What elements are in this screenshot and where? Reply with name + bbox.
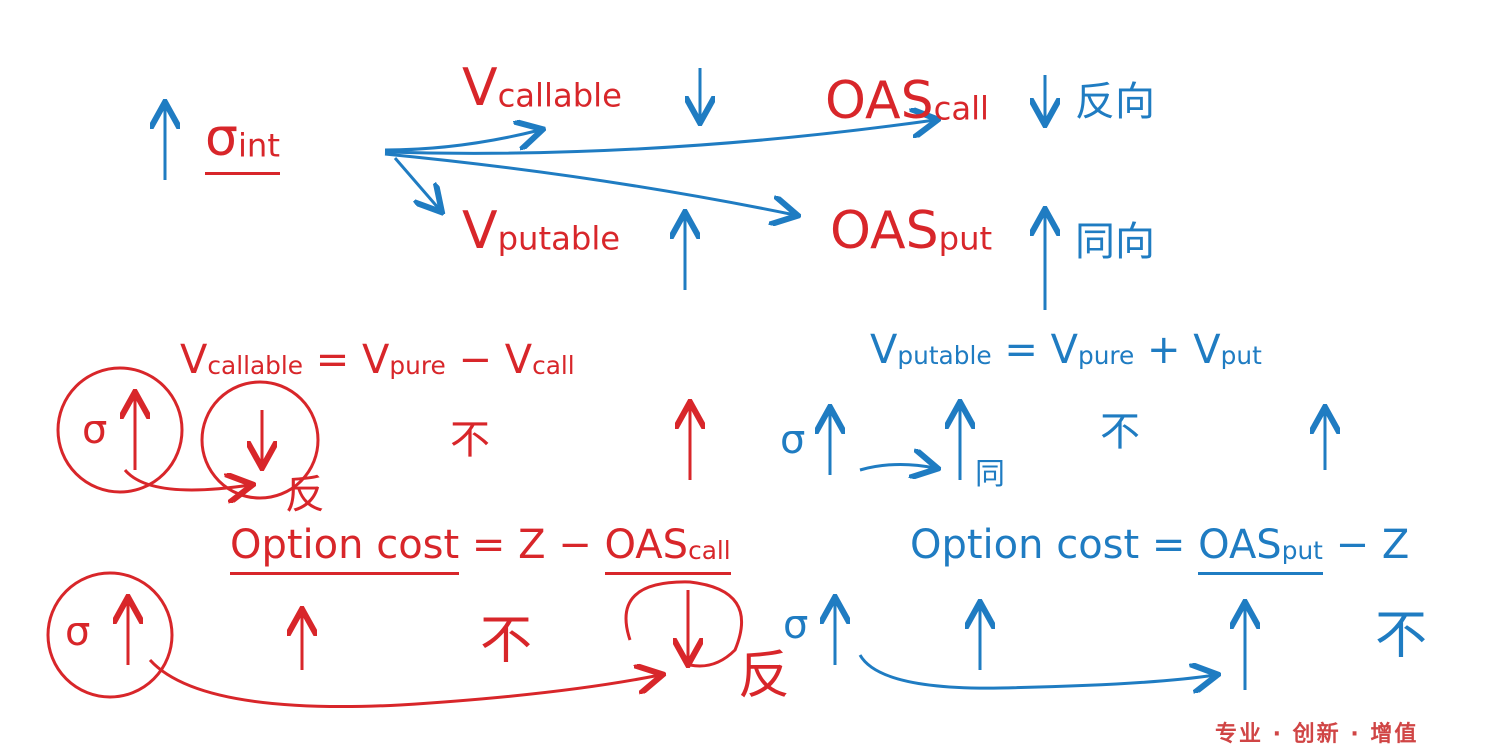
link-arrow <box>858 654 1215 688</box>
putable-option-cost: Option cost = OASput − Z <box>910 522 1409 575</box>
sigma-mark: σ <box>783 602 809 648</box>
link-arrow <box>384 130 540 152</box>
link-arrow <box>859 464 935 470</box>
sigma-int: σint <box>205 108 280 175</box>
same-mark: 同 <box>975 457 1005 492</box>
oas-put: OASput <box>830 201 993 261</box>
link-arrow <box>393 157 440 210</box>
putable-value-formula: Vputable = Vpure + Vput <box>870 327 1262 373</box>
unchanged-mark: 不 <box>1100 409 1140 455</box>
circle-mark <box>56 366 184 494</box>
circle-mark <box>200 380 320 500</box>
watermark: 专业 · 创新 · 增值 <box>1215 722 1419 747</box>
oas-call: OAScall <box>825 71 989 131</box>
opposite-mark: 反 <box>285 472 325 518</box>
link-arrow <box>148 658 660 709</box>
unchanged-mark: 不 <box>1375 606 1428 666</box>
opposite-direction-label: 反向 <box>1075 79 1155 125</box>
same-direction-label: 同向 <box>1075 219 1155 265</box>
circle-mark <box>46 571 174 699</box>
sigma-mark: σ <box>780 417 806 463</box>
link-arrow <box>384 120 935 155</box>
link-arrow <box>123 468 250 490</box>
callable-option-cost: Option cost = Z − OAScall <box>230 522 731 575</box>
sigma-mark: σ <box>82 407 108 453</box>
opposite-mark: 反 <box>738 646 791 706</box>
unchanged-mark: 不 <box>450 417 490 463</box>
unchanged-mark: 不 <box>480 611 533 671</box>
link-arrow <box>384 152 795 215</box>
callable-value-formula: Vcallable = Vpure − Vcall <box>180 337 575 383</box>
v-putable: Vputable <box>462 201 621 261</box>
arc-mark <box>624 580 744 668</box>
v-callable: Vcallable <box>462 58 622 118</box>
sigma-mark: σ <box>65 609 91 655</box>
